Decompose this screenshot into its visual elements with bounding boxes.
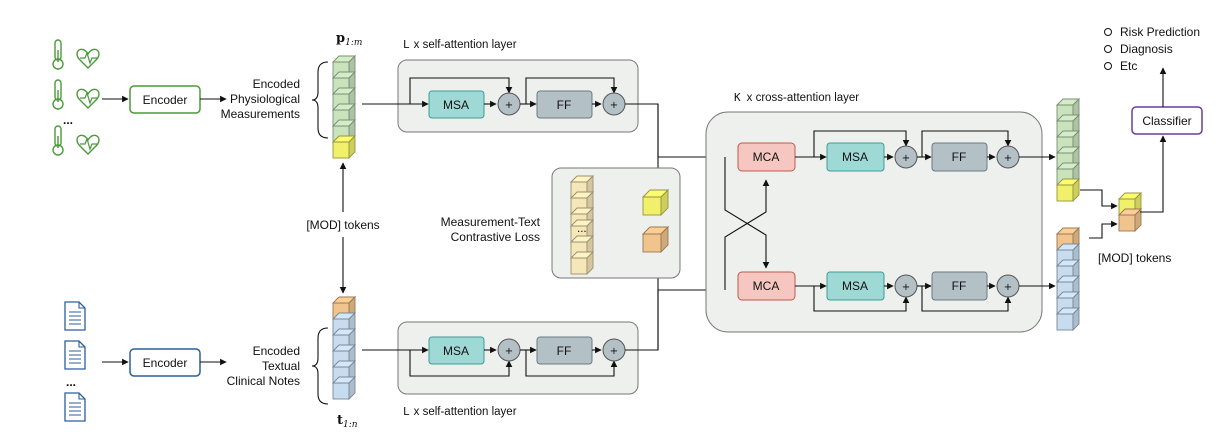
physiological-inputs: ... <box>52 39 100 156</box>
mod-pair-orange-cube <box>1117 207 1143 233</box>
svg-text:+: + <box>610 346 618 357</box>
physio-ellipsis: ... <box>63 113 73 127</box>
svg-text:+: + <box>505 100 513 111</box>
bullet-icon <box>1104 28 1112 36</box>
text-brace <box>311 327 329 405</box>
contrastive-ellipsis: ... <box>577 223 587 235</box>
clinical-note-inputs: ... <box>64 301 86 422</box>
classifier-box <box>1131 106 1203 135</box>
encoded-text-line1: Encoded <box>253 344 300 358</box>
self-attn-bottom-ff-label: FF <box>557 344 572 358</box>
document-icon <box>64 301 86 331</box>
physio-encoder-label: Encoder <box>143 93 188 107</box>
t-label: t1:n <box>337 413 358 430</box>
svg-text:+: + <box>610 100 618 111</box>
output-list: Risk Prediction Diagnosis Etc <box>1104 25 1200 73</box>
output-etc: Etc <box>1120 59 1137 73</box>
self-attn-top-msa-label: MSA <box>443 98 469 112</box>
svg-text:+: + <box>505 346 513 357</box>
physio-mod-token-cube <box>331 134 357 160</box>
heart-rate-icon <box>76 134 100 155</box>
heart-rate-icon <box>76 88 100 109</box>
physio-token-stack <box>331 54 357 160</box>
cross-attn-bottom-mca-label: MCA <box>753 279 780 293</box>
self-attn-top-ff-label: FF <box>557 98 572 112</box>
thermometer-icon <box>52 39 64 70</box>
document-icon <box>64 392 86 422</box>
contrastive-line1: Measurement-Text <box>441 215 541 229</box>
bullet-icon <box>1104 62 1112 70</box>
svg-text:+: + <box>902 282 910 293</box>
text-token-cube <box>331 375 357 401</box>
output-diagnosis: Diagnosis <box>1120 42 1173 56</box>
cross-attn-top-mca-label: MCA <box>753 150 780 164</box>
notes-ellipsis: ... <box>66 375 76 389</box>
contrastive-token-stack: ... <box>569 174 595 276</box>
mod-token-pair <box>1117 191 1143 233</box>
encoded-phys-line3: Measurements <box>221 107 300 121</box>
encoded-phys-line2: Physiological <box>230 92 300 106</box>
text-encoder-label: Encoder <box>143 356 188 370</box>
cross-attn-bottom-msa-label: MSA <box>842 279 868 293</box>
classifier-label: Classifier <box>1142 114 1191 128</box>
encoded-phys-line1: Encoded <box>253 77 300 91</box>
output-risk: Risk Prediction <box>1120 25 1200 39</box>
output-physio-mod-cube <box>1055 177 1081 203</box>
self-attn-bottom-msa-label: MSA <box>443 344 469 358</box>
heart-rate-icon <box>76 48 100 69</box>
contrastive-yellow-cube <box>641 188 670 217</box>
output-text-stack <box>1055 226 1081 332</box>
mod-tokens-left-label: [MOD] tokens <box>306 218 379 232</box>
contrastive-line2: Contrastive Loss <box>451 230 540 244</box>
document-icon <box>64 340 86 370</box>
output-physio-stack <box>1055 97 1081 203</box>
encoded-text-line2: Textual <box>262 359 300 373</box>
contrastive-mod-cube-yellow <box>641 188 670 217</box>
cross-attn-top-msa-label: MSA <box>842 150 868 164</box>
physio-brace <box>311 61 329 139</box>
contrastive-mod-cube-orange <box>641 225 670 254</box>
thermometer-icon <box>52 125 64 156</box>
mod-tokens-right-label: [MOD] tokens <box>1098 251 1171 265</box>
contrastive-orange-cube <box>641 225 670 254</box>
svg-text:+: + <box>1004 282 1012 293</box>
contrastive-faded-cube <box>569 250 595 276</box>
cross-attn-bottom-ff-label: FF <box>952 279 967 293</box>
cross-attn-top-ff-label: FF <box>952 150 967 164</box>
svg-text:+: + <box>902 153 910 164</box>
p-label: p1:m <box>336 31 362 48</box>
thermometer-icon <box>52 79 64 110</box>
text-token-stack <box>331 295 357 401</box>
svg-text:+: + <box>1004 153 1012 164</box>
bullet-icon <box>1104 45 1112 53</box>
output-text-cube <box>1055 306 1081 332</box>
encoded-text-line3: Clinical Notes <box>227 374 300 388</box>
